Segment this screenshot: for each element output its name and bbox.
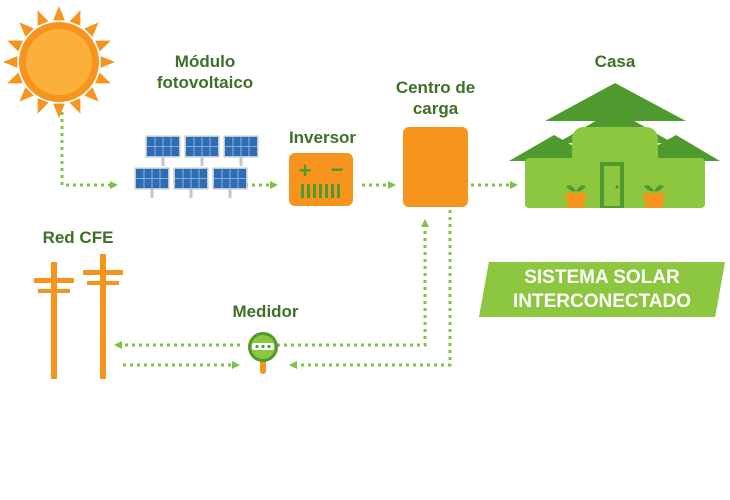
label-centro-line1: Centro de — [395, 78, 476, 97]
sun-ray — [19, 22, 34, 37]
potted-plant-left-icon — [565, 185, 587, 208]
sun-ray — [53, 103, 65, 118]
sun-icon — [3, 6, 115, 118]
banner-line1: SISTEMA SOLAR — [524, 267, 680, 288]
solar-panel-array-icon — [134, 135, 259, 198]
label-modulo-fotovoltaico: Módulo fotovoltaico — [140, 51, 270, 93]
load-center-icon — [403, 127, 468, 207]
sun-ray — [69, 98, 81, 114]
sun-ray — [95, 40, 111, 52]
flow-centro-to-medidor — [289, 210, 452, 369]
inverter-minus-sign: − — [331, 157, 344, 182]
label-casa: Casa — [594, 52, 636, 71]
inverter-icon: + − — [289, 153, 353, 206]
system-banner: SISTEMA SOLAR INTERCONECTADO — [479, 262, 725, 317]
label-modulo-line2: fotovoltaico — [156, 73, 254, 92]
house-icon — [509, 83, 720, 208]
sun-ray — [53, 6, 65, 21]
potted-plant-right-icon — [643, 185, 665, 208]
label-modulo-line1: Módulo — [174, 52, 236, 71]
sun-ray — [37, 10, 49, 26]
utility-poles-icon — [34, 254, 123, 379]
sun-ray — [84, 22, 99, 37]
label-centro-de-carga: Centro de carga — [378, 77, 493, 119]
sun-ray — [84, 87, 99, 102]
meter-icon — [248, 332, 278, 374]
sun-ray — [7, 40, 23, 52]
flow-medidor-to-centro — [277, 219, 429, 347]
sun-ray — [69, 10, 81, 26]
flow-sun-to-panels — [60, 112, 118, 189]
banner-line2: INTERCONECTADO — [512, 291, 692, 312]
sun-ray — [95, 72, 111, 84]
label-inversor: Inversor — [288, 128, 357, 147]
inverter-plus-sign: + — [299, 158, 312, 183]
label-medidor: Medidor — [232, 302, 299, 321]
sun-ray — [19, 87, 34, 102]
sun-ray — [7, 72, 23, 84]
label-centro-line2: carga — [412, 99, 459, 118]
sun-ray — [3, 56, 18, 68]
sun-ray — [37, 98, 49, 114]
label-red-cfe: Red CFE — [42, 228, 114, 247]
sun-ray — [100, 56, 115, 68]
